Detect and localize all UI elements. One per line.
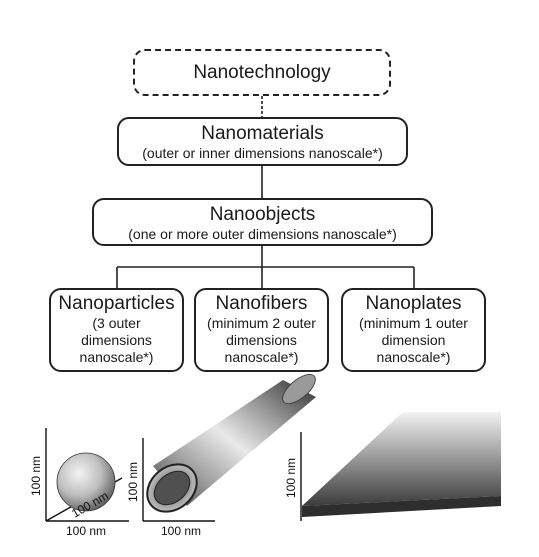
node-nanoparticles-subtitle-line-2: dimensions bbox=[81, 332, 152, 348]
nanoplate-illustration: 100 nm bbox=[284, 412, 501, 521]
nanoparticle-sphere bbox=[56, 452, 116, 512]
node-nanoplates-subtitle-line-1: (minimum 1 outer bbox=[359, 315, 468, 331]
node-nanoobjects: Nanoobjects (one or more outer dimension… bbox=[92, 198, 433, 246]
nanofiber-tube-opening-inner bbox=[153, 470, 191, 506]
nanofiber-illustration: 100 nm 100 nm bbox=[126, 374, 316, 538]
fiber-x-axis-label: 100 nm bbox=[161, 524, 201, 538]
node-nanofibers-subtitle-line-2: dimensions bbox=[226, 332, 297, 348]
plate-y-axis-label: 100 nm bbox=[284, 458, 298, 498]
nanoplate-top-face bbox=[302, 412, 501, 506]
node-nanoparticles-subtitle-line-1: (3 outer bbox=[92, 315, 141, 331]
node-nanomaterials: Nanomaterials (outer or inner dimensions… bbox=[117, 117, 408, 166]
nanoparticle-illustration: 100 nm 100 nm 100 nm bbox=[29, 428, 129, 538]
node-nanoparticles-title: Nanoparticles bbox=[58, 293, 175, 314]
nanoplate-side-face bbox=[302, 496, 501, 517]
node-nanoplates-subtitle-line-3: nanoscale*) bbox=[376, 349, 451, 365]
node-nanoparticles: Nanoparticles (3 outer dimensions nanosc… bbox=[49, 288, 184, 372]
node-nanoobjects-subtitle: (one or more outer dimensions nanoscale*… bbox=[128, 226, 397, 242]
node-nanoparticles-subtitle-line-3: nanoscale*) bbox=[79, 349, 154, 365]
node-nanoplates: Nanoplates (minimum 1 outer dimension na… bbox=[341, 288, 486, 372]
node-nanoobjects-title: Nanoobjects bbox=[209, 204, 316, 225]
node-nanoplates-title: Nanoplates bbox=[365, 293, 462, 314]
node-nanotechnology: Nanotechnology bbox=[133, 49, 391, 96]
node-nanomaterials-subtitle: (outer or inner dimensions nanoscale*) bbox=[142, 145, 383, 161]
node-nanofibers-subtitle-line-3: nanoscale*) bbox=[224, 349, 299, 365]
node-nanoplates-subtitle-line-2: dimension bbox=[381, 332, 446, 348]
particle-y-axis-label: 100 nm bbox=[29, 456, 43, 496]
particle-x-axis-label: 100 nm bbox=[66, 524, 106, 538]
node-nanofibers-title: Nanofibers bbox=[215, 293, 308, 314]
node-nanomaterials-title: Nanomaterials bbox=[201, 123, 324, 144]
fiber-y-axis-label: 100 nm bbox=[126, 462, 140, 502]
node-nanofibers-subtitle-line-1: (minimum 2 outer bbox=[207, 315, 316, 331]
nanofiber-tube-far-end bbox=[282, 374, 316, 404]
node-nanofibers: Nanofibers (minimum 2 outer dimensions n… bbox=[194, 288, 329, 372]
node-nanotechnology-title: Nanotechnology bbox=[193, 62, 331, 83]
